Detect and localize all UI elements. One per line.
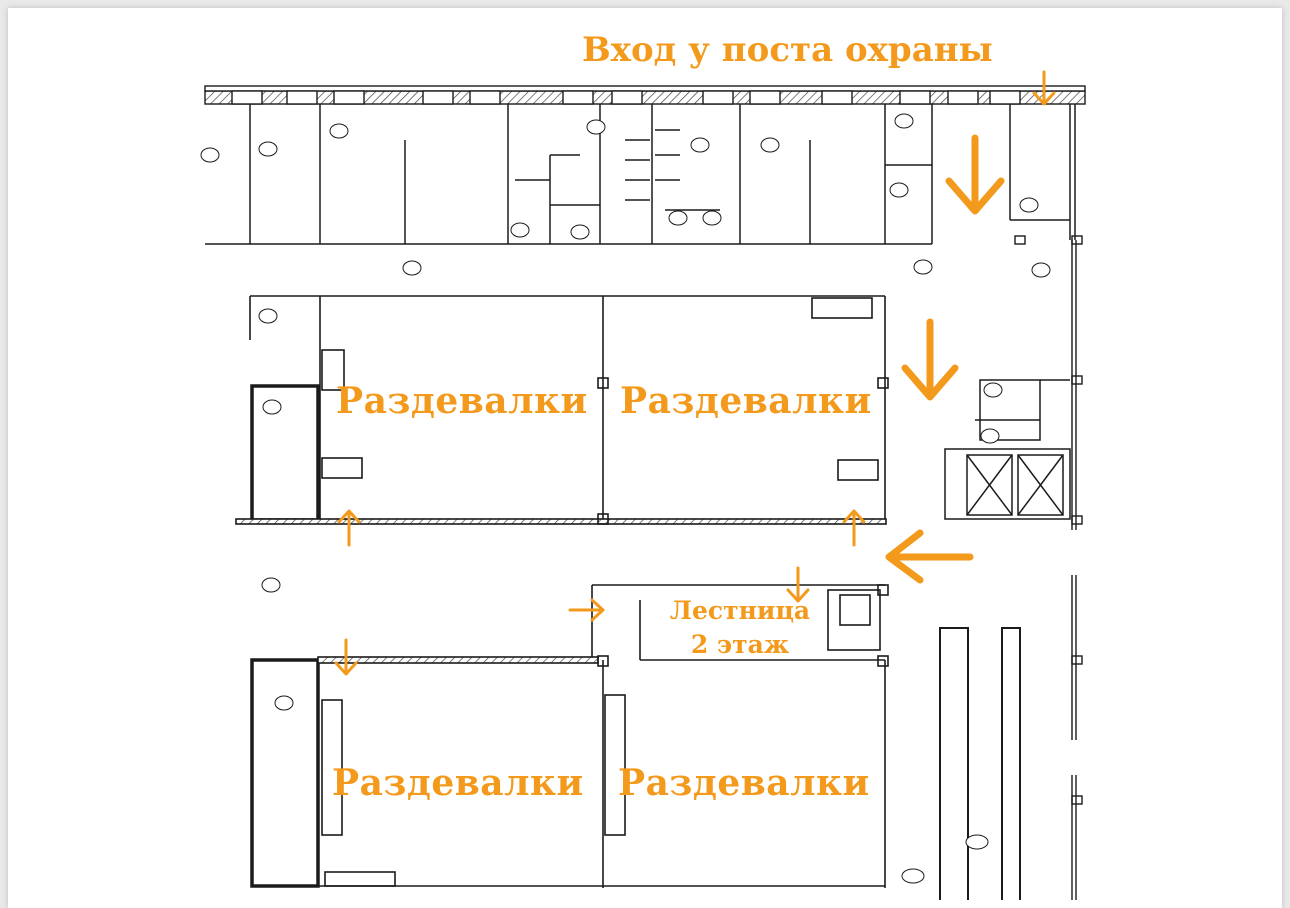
top-facade-wall (204, 85, 1086, 105)
arrow-right-icon (568, 598, 605, 622)
locker-room-label: Раздевалки (332, 762, 584, 804)
direction-arrows (334, 70, 1056, 676)
arrow-down-icon (901, 318, 959, 401)
room-tags (200, 113, 1051, 884)
locker-room-label: Раздевалки (336, 380, 588, 422)
locker-room-label: Раздевалки (620, 380, 872, 422)
arrow-down-icon (1032, 70, 1056, 106)
stairwell (591, 584, 889, 667)
long-room (939, 627, 1021, 900)
arrow-down-icon (945, 134, 1005, 215)
stairs-label-line1: Лестница (669, 596, 811, 625)
arrow-down-icon (786, 566, 810, 603)
upper-locker-block (235, 295, 889, 525)
stairs-label-line2: 2 этаж (690, 630, 790, 659)
entrance-label: Вход у поста охраны (582, 30, 993, 70)
stairs-label: Лестница 2 этаж (660, 594, 820, 662)
arrow-left-icon (885, 529, 974, 584)
right-corridor-walls (1014, 235, 1083, 900)
locker-room-label: Раздевалки (618, 762, 870, 804)
elevator-block (944, 379, 1071, 520)
top-rooms (205, 104, 1076, 245)
arrow-down-icon (334, 638, 358, 676)
arrow-up-icon (842, 509, 866, 547)
arrow-up-icon (337, 509, 361, 547)
lower-locker-block (250, 655, 886, 888)
